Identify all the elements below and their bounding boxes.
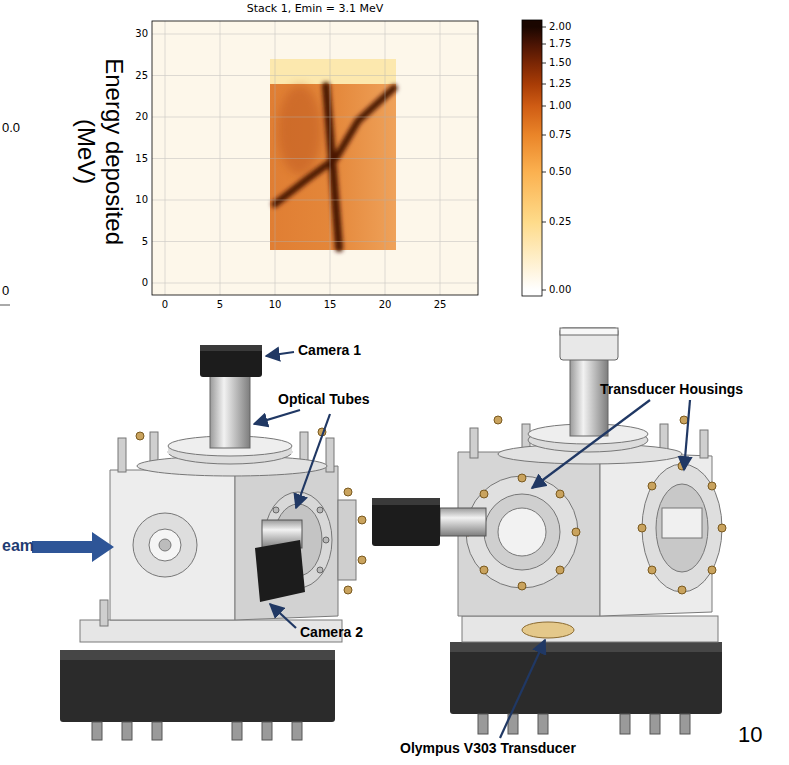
colorbar-tick: 1.75 [549, 38, 571, 50]
axis-tick: 5 [142, 236, 148, 248]
colorbar-tick: 1.25 [549, 78, 571, 90]
colorbar-tick: 1.00 [549, 100, 571, 112]
axis-tick: 15 [324, 299, 337, 311]
axis-tick: 30 [135, 28, 148, 40]
axis-tick: 0 [162, 299, 168, 311]
cropped-tick: 0 [2, 284, 9, 299]
callout-label: Olympus V303 Transducer [400, 740, 576, 756]
colorbar-tick: 1.50 [549, 57, 571, 69]
page-number: 10 [738, 722, 762, 747]
axis-tick: 5 [217, 299, 223, 311]
axis-tick: 20 [379, 299, 392, 311]
leader-arrows [254, 352, 690, 738]
axis-tick: 0 [142, 277, 148, 289]
plot-title: Stack 1, Emin = 3.1 MeV [247, 3, 384, 16]
axis-tick: 25 [135, 70, 148, 82]
axis-tick: 25 [434, 299, 447, 311]
beam-label: eam [2, 537, 34, 555]
colorbar-tick: 0.25 [549, 216, 571, 228]
axis-tick: 10 [269, 299, 282, 311]
colorbar-label: Energy deposited (MeV) [72, 50, 127, 255]
callout-label: Camera 1 [298, 342, 361, 358]
cropped-tick: 0.0 [2, 121, 20, 136]
colorbar-tick: 0.75 [549, 129, 571, 141]
colorbar-tick: 0.50 [549, 166, 571, 178]
axis-tick: 10 [135, 194, 148, 206]
axis-tick: 15 [135, 153, 148, 165]
callout-label: Transducer Housings [600, 381, 743, 397]
colorbar-tick: 0.00 [549, 284, 571, 296]
callout-label: Camera 2 [300, 624, 363, 640]
axis-tick: 20 [135, 111, 148, 123]
callout-label: Optical Tubes [278, 391, 370, 407]
colorbar-tick: 2.00 [549, 21, 571, 33]
